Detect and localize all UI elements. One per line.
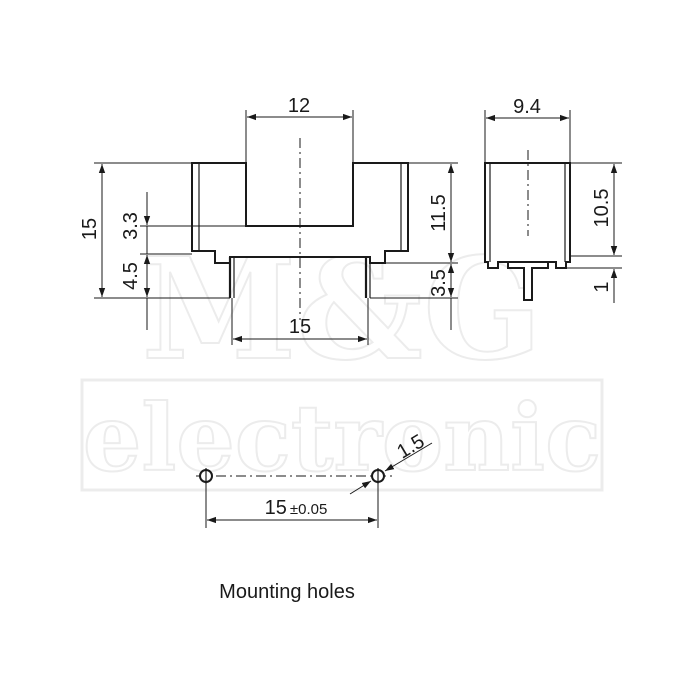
dim-side-pin: 1	[566, 236, 622, 303]
front-left-pin	[228, 257, 235, 298]
dim-side-body-height-label: 10.5	[591, 189, 613, 228]
dim-side-pin-label: 1	[591, 281, 613, 292]
dim-pin-spacing-label: 15	[289, 316, 311, 338]
dim-slot-depth-label: 3.3	[120, 212, 142, 240]
side-view: 9.4 10.5 1	[484, 96, 622, 303]
caption-mounting-holes: Mounting holes	[219, 581, 355, 603]
front-right-pin	[364, 257, 371, 298]
dim-side-width: 9.4	[484, 96, 571, 163]
dim-slot-depth: 3.3	[120, 192, 246, 255]
dim-side-width-label: 9.4	[513, 96, 541, 118]
dim-body-height: 11.5	[385, 162, 458, 264]
dim-bottom-step: 4.5	[120, 255, 230, 330]
dim-hole-spacing: 15±0.05	[205, 484, 379, 528]
dim-top-width-label: 12	[288, 95, 310, 117]
dim-hole-spacing-label: 15±0.05	[265, 497, 328, 519]
watermark-frame	[80, 378, 604, 492]
dim-pin-height-label: 3.5	[428, 269, 450, 297]
dim-bottom-step-label: 4.5	[120, 262, 142, 290]
dim-pin-spacing: 15	[231, 298, 369, 345]
dim-total-height-label: 15	[79, 218, 101, 240]
dim-pin-height: 3.5	[370, 264, 458, 330]
side-pin	[507, 261, 549, 301]
watermark-logo-bottom: electronic	[83, 384, 601, 492]
front-view: 12 15 3.3 4.5 11.5	[79, 95, 458, 345]
dim-body-height-label: 11.5	[428, 194, 450, 231]
dim-top-width: 12	[245, 95, 354, 163]
